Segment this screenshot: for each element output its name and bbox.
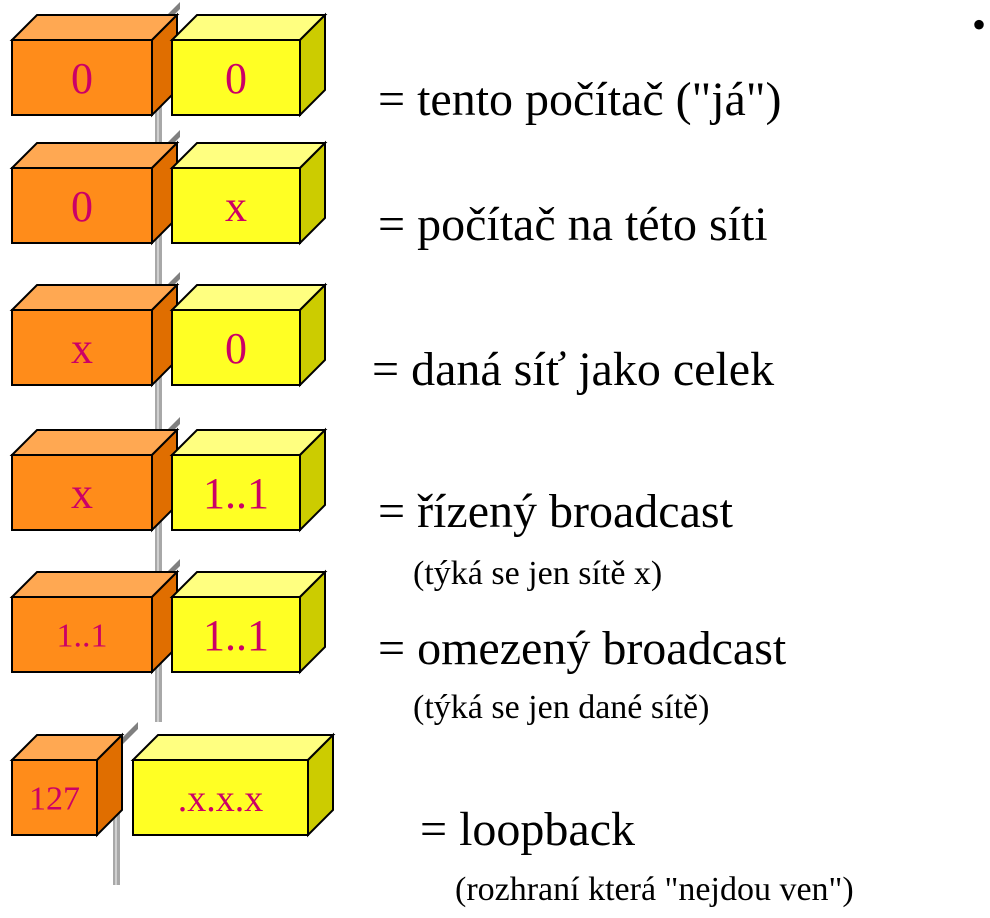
network-part-box (9, 140, 180, 246)
host-part-box (169, 140, 328, 246)
address-description: = tento počítač ("já") (378, 73, 781, 126)
host-part-box-top-face (169, 14, 328, 41)
host-part-box-front-face (132, 759, 309, 836)
network-part-box-front-face (11, 39, 153, 116)
host-part-value: 0 (225, 324, 247, 373)
address-note: (týká se jen sítě x) (413, 555, 662, 592)
host-part-box-front-face (171, 167, 301, 244)
network-part-box (9, 569, 180, 675)
network-part-value: 0 (71, 54, 93, 103)
network-part-box-top-face (9, 142, 180, 169)
host-part-box-top-face (169, 571, 328, 598)
host-part-value: 0 (225, 54, 247, 103)
network-part-box-front-face (11, 167, 153, 244)
network-part-box-front-face (11, 309, 153, 386)
address-description: = počítač na této síti (378, 198, 768, 251)
address-row: x 0 = daná síť jako celek (9, 272, 774, 435)
host-part-box (130, 732, 336, 838)
host-part-value: .x.x.x (178, 778, 264, 820)
network-part-value: x (71, 324, 93, 373)
address-row: 1..1 1..1 = omezený broadcast (týká se jen … (9, 559, 787, 726)
host-part-box-top-face (130, 734, 336, 761)
network-part-box-front-face (11, 759, 98, 836)
network-part-box-top-face (9, 14, 180, 41)
host-part-box-top-face (169, 142, 328, 169)
host-part-box-top-face (169, 284, 328, 311)
network-part-box-front-face (11, 596, 153, 673)
host-part-box-top-face (169, 429, 328, 456)
network-part-box (9, 282, 180, 388)
network-part-box (9, 427, 180, 533)
host-part-value: x (225, 182, 247, 231)
host-part-box-front-face (171, 39, 301, 116)
network-part-box-front-face (11, 454, 153, 531)
host-part-box (169, 569, 328, 675)
network-part-value: 1..1 (57, 617, 108, 654)
network-part-box-top-face (9, 284, 180, 311)
address-description: = daná síť jako celek (372, 343, 774, 396)
host-part-box-front-face (171, 454, 301, 531)
bullet-marker: • (972, 2, 986, 47)
host-part-box-front-face (171, 309, 301, 386)
host-part-box (169, 282, 328, 388)
address-row: 0 0 = tento počítač ("já") (9, 2, 781, 165)
network-part-value: x (71, 469, 93, 518)
address-row: 127 .x.x.x = loopback (rozhraní která "nejd… (9, 722, 854, 908)
host-part-box (169, 427, 328, 533)
address-description: = omezený broadcast (378, 622, 787, 675)
network-part-box (9, 12, 180, 118)
host-part-box (169, 12, 328, 118)
address-row: x 1..1 = řízený broadcast (týká se jen sítě… (9, 417, 734, 592)
host-part-value: 1..1 (203, 611, 269, 660)
host-part-value: 1..1 (203, 469, 269, 518)
network-part-box-top-face (9, 429, 180, 456)
address-description: = loopback (420, 803, 635, 856)
address-note: (rozhraní která "nejdou ven") (455, 871, 854, 908)
address-row: 0 x = počítač na této síti (9, 130, 768, 293)
network-part-value: 127 (29, 780, 80, 817)
address-note: (týká se jen dané sítě) (413, 689, 709, 726)
network-part-value: 0 (71, 182, 93, 231)
address-description: = řízený broadcast (378, 485, 734, 538)
network-part-box (9, 732, 125, 838)
host-part-box-front-face (171, 596, 301, 673)
network-part-box-top-face (9, 571, 180, 598)
